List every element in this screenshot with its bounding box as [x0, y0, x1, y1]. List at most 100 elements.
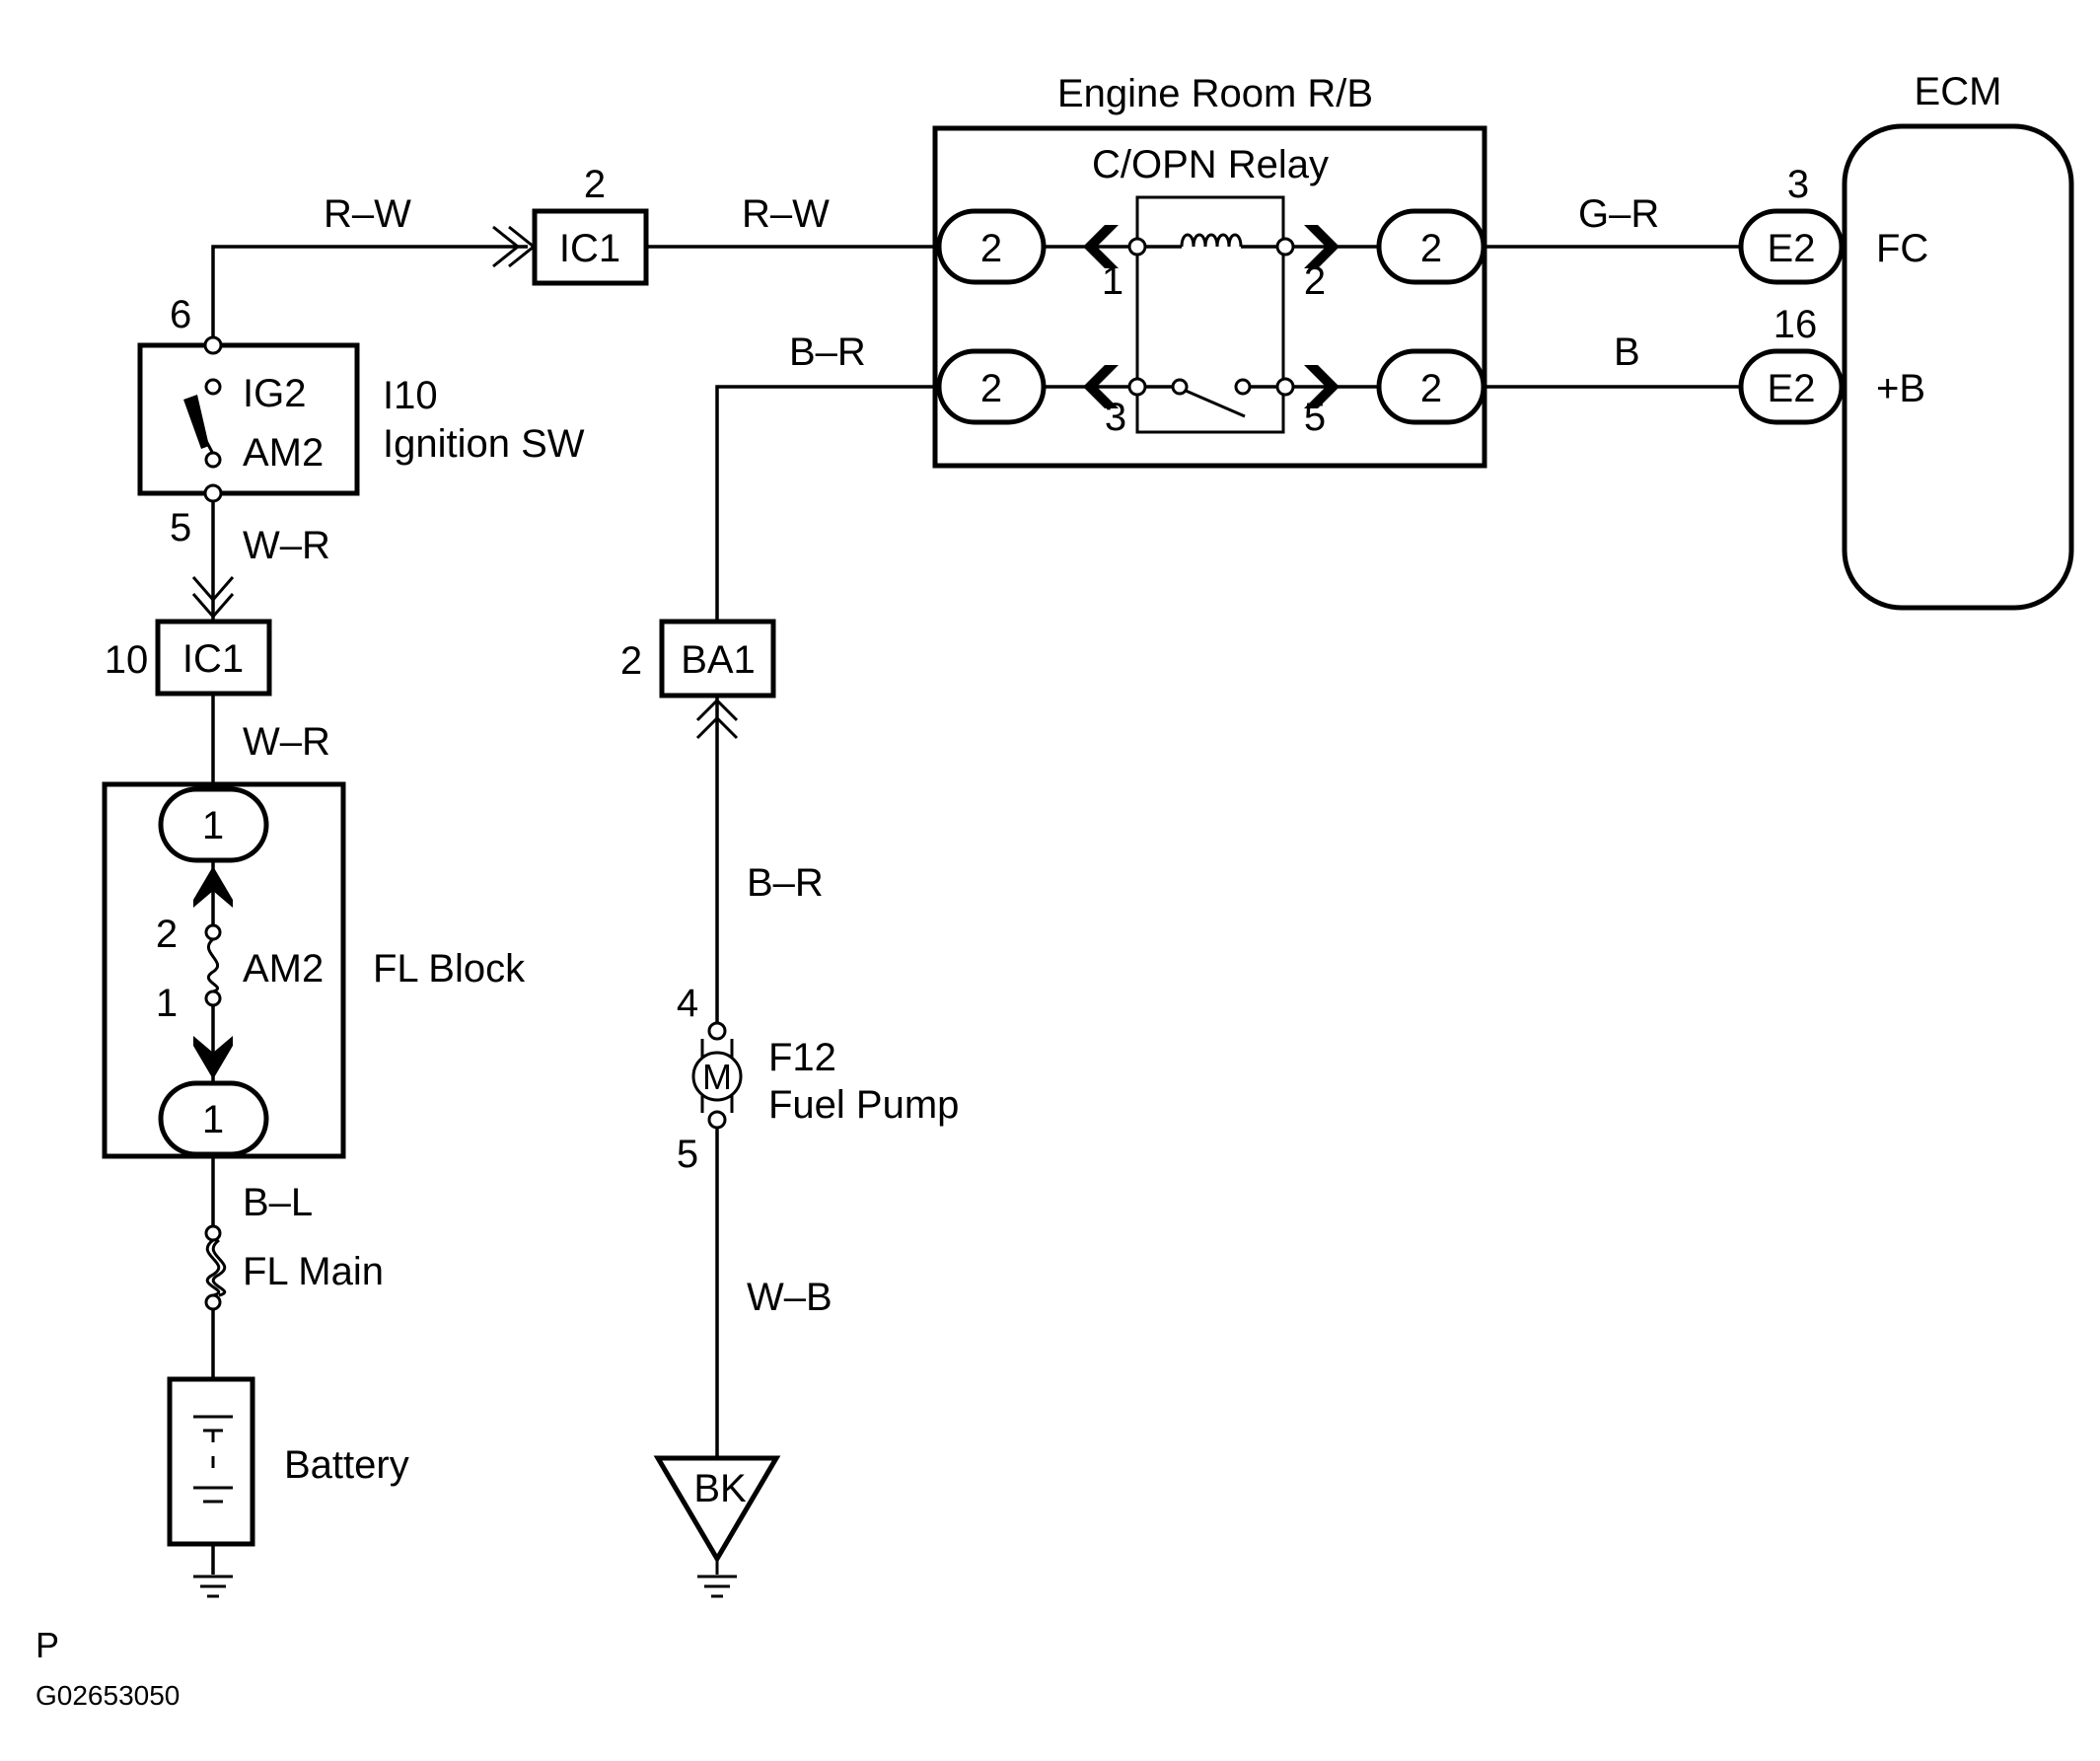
connector-ba1-pin: 2: [620, 639, 642, 683]
relay-pin: 3: [1105, 396, 1126, 439]
wires: [211, 245, 1741, 1575]
connector-ic1-bottom: IC1 10: [105, 576, 272, 697]
ignition-pin-bottom: 5: [170, 506, 191, 550]
fuel-pump: M 4 5 F12 Fuel Pump: [677, 982, 960, 1176]
fl-main-label: FL Main: [243, 1250, 384, 1293]
fl-block-name: FL Block: [373, 947, 526, 991]
footer: P G02653050: [36, 1625, 180, 1711]
battery-cell-icon: [193, 1415, 233, 1504]
ecm: ECM E2 E2 3 16 FC +B: [1738, 70, 2074, 611]
ignition-switch: IG2 AM2 6 5 I10 Ignition SW: [137, 293, 585, 550]
fl-block-connector-bottom-label: 1: [202, 1098, 224, 1141]
wire-label: W–R: [243, 720, 330, 764]
ignition-id: I10: [383, 374, 438, 417]
connector-ba1: BA1 2: [620, 619, 776, 740]
terminal-dot: [707, 1021, 727, 1041]
ecm-box: [1842, 123, 2074, 611]
fl-block-connector-top-label: 1: [202, 804, 224, 847]
fuel-pump-name: Fuel Pump: [768, 1083, 959, 1127]
ignition-terminal-top: IG2: [243, 372, 306, 415]
wire-ba1-to-rb: [715, 385, 935, 622]
wire-label: R–W: [742, 192, 830, 236]
connector-ic1-top-box: [532, 208, 649, 286]
relay-coil-icon: [1180, 233, 1243, 248]
rb-connector-label: 2: [980, 227, 1002, 270]
connector-ic1-top-pin: 2: [584, 163, 606, 206]
rb-connector: [936, 348, 1047, 425]
rb-connector-label: 2: [1420, 227, 1442, 270]
footer-code: G02653050: [36, 1680, 180, 1711]
ecm-connector-bottom: [1738, 348, 1845, 425]
ecm-connector-bottom-label: E2: [1768, 367, 1816, 410]
solid-arrow-right-icon: [1304, 365, 1340, 408]
terminal-dot: [1275, 377, 1295, 397]
wire-ig2-to-ic1: [211, 245, 528, 340]
relay-switch-icon: [1185, 389, 1246, 418]
ecm-pin-bottom: 16: [1774, 303, 1818, 346]
fl-block: 1 1 AM2 2 1 FL Block: [102, 781, 526, 1159]
terminal-dot: [1234, 378, 1252, 396]
terminal-dot: [203, 483, 223, 503]
wire-label: R–W: [324, 192, 411, 236]
connector-ba1-box: [659, 619, 776, 698]
connector-ic1-top: IC1 2: [492, 163, 649, 286]
footer-letter: P: [36, 1625, 59, 1665]
fuel-pump-id: F12: [768, 1036, 836, 1079]
fuel-pump-pin-top: 4: [677, 982, 698, 1025]
relay-title: C/OPN Relay: [1092, 143, 1329, 186]
terminal-dot: [204, 990, 222, 1007]
wire-label: G–R: [1578, 192, 1659, 236]
connector-ic1-bottom-label: IC1: [182, 637, 244, 681]
rb-connector: [936, 208, 1047, 285]
battery-box: [167, 1376, 255, 1547]
solid-arrow-right-icon: [1304, 225, 1340, 268]
connector-arrow-icon: [191, 576, 235, 620]
ecm-pin-top: 3: [1787, 163, 1809, 206]
ground-icon: [193, 1575, 233, 1598]
ground-bk: BK: [653, 1455, 781, 1598]
ecm-terminal-b: +B: [1876, 367, 1925, 410]
connector-ic1-bottom-box: [155, 619, 272, 697]
terminal-dot: [203, 335, 223, 355]
terminal-dot: [707, 1110, 727, 1130]
relay-pin: 1: [1102, 259, 1123, 303]
relay-pin: 5: [1304, 396, 1326, 439]
ignition-switch-box: [137, 342, 360, 496]
terminal-dot: [204, 923, 222, 941]
terminal-dot: [204, 378, 222, 396]
fl-block-pin-bottom: 1: [156, 982, 178, 1025]
solid-arrow-left-icon: [1083, 225, 1119, 268]
engine-room-rb: Engine Room R/B C/OPN Relay 2 2 2 2: [932, 72, 1487, 469]
ecm-connector-top-label: E2: [1768, 227, 1816, 270]
rb-connector: [1376, 208, 1486, 285]
motor-symbol: M: [702, 1057, 732, 1097]
wire-label: B–R: [789, 330, 866, 374]
solid-arrow-down-icon: [193, 1036, 233, 1079]
fusible-link-icon: [205, 1238, 221, 1297]
fusible-link-icon: [211, 1238, 227, 1297]
ground-icon: [697, 1559, 737, 1598]
rb-connector-label: 2: [1420, 367, 1442, 410]
ecm-connector-top: [1738, 208, 1845, 285]
wire-label: B–R: [747, 861, 824, 905]
terminal-dot: [204, 451, 222, 469]
terminal-dot: [204, 1224, 222, 1242]
ecm-title: ECM: [1915, 70, 2002, 113]
ecm-terminal-fc: FC: [1876, 227, 1928, 270]
ground-label: BK: [693, 1467, 747, 1510]
solid-arrow-up-icon: [193, 866, 233, 908]
ignition-terminal-bottom: AM2: [243, 431, 324, 475]
relay-pin: 2: [1304, 259, 1326, 303]
ignition-pin-top: 6: [170, 293, 191, 336]
fuel-pump-pin-bottom: 5: [677, 1133, 698, 1176]
connector-ic1-bottom-pin: 10: [105, 638, 149, 682]
battery-label: Battery: [284, 1443, 409, 1487]
wire-label: W–R: [243, 524, 330, 567]
relay-box: [1135, 195, 1285, 434]
motor-icon: [691, 1051, 743, 1102]
fl-main: FL Main: [204, 1224, 384, 1311]
terminal-dot: [1127, 237, 1147, 257]
fl-block-fuse: AM2: [243, 947, 324, 991]
switch-lever-icon: [183, 395, 209, 449]
